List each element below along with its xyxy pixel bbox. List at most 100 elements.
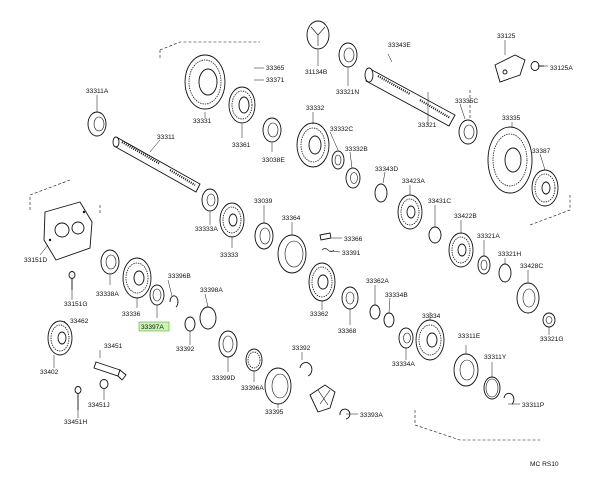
gear-33462 bbox=[47, 320, 73, 356]
ring-33039 bbox=[254, 222, 274, 250]
label-33462: 33462 bbox=[70, 318, 89, 325]
label-33336: 33336 bbox=[122, 311, 141, 318]
ring-33334b bbox=[383, 312, 395, 328]
label-33371: 33371 bbox=[266, 77, 285, 84]
gear-33362 bbox=[308, 262, 336, 302]
label-33038e: 33038E bbox=[262, 157, 285, 164]
gear-33336 bbox=[122, 257, 152, 299]
clip-33396b bbox=[169, 295, 179, 308]
gear-33422b bbox=[448, 232, 474, 268]
label-33125a: 33125A bbox=[550, 65, 573, 72]
label-33321h: 33321H bbox=[498, 251, 521, 258]
label-31134b: 31134B bbox=[305, 69, 328, 76]
label-33431c: 33431C bbox=[428, 198, 451, 205]
clip-33392b bbox=[299, 362, 313, 377]
gear-33331 bbox=[184, 54, 226, 110]
ring-33396a bbox=[245, 348, 263, 372]
label-33334a: 33334A bbox=[392, 361, 415, 368]
label-33387: 33387 bbox=[532, 148, 551, 155]
label-33332: 33332 bbox=[306, 105, 325, 112]
bearing-33311a bbox=[87, 111, 107, 137]
label-33451j: 33451J bbox=[88, 402, 110, 409]
label-33311a: 33311A bbox=[86, 88, 109, 95]
label-33362: 33362 bbox=[310, 311, 329, 318]
ring-33398a bbox=[199, 306, 217, 330]
collar-33343d bbox=[374, 183, 388, 203]
bearing-33335c bbox=[458, 119, 478, 145]
label-33361: 33361 bbox=[232, 142, 251, 149]
leader-lines bbox=[39, 40, 550, 418]
gear-33332 bbox=[296, 122, 330, 168]
label-33399d: 33399D bbox=[212, 375, 235, 382]
ring-33368 bbox=[341, 286, 359, 310]
shaft-33451 bbox=[93, 361, 127, 381]
label-33321: 33321 bbox=[418, 122, 437, 129]
label-33331: 33331 bbox=[193, 118, 212, 125]
bearing-33333a bbox=[201, 188, 219, 212]
nut-33451j bbox=[99, 379, 109, 389]
label-33451: 33451 bbox=[104, 343, 123, 350]
key-33366 bbox=[319, 232, 332, 241]
label-33428c: 33428C bbox=[520, 263, 543, 270]
housing-33151d bbox=[43, 201, 93, 261]
ring-33321a bbox=[477, 255, 491, 275]
label-33396b: 33396B bbox=[168, 273, 191, 280]
label-33311y: 33311Y bbox=[484, 354, 507, 361]
label-33392-b: 33392 bbox=[292, 345, 311, 352]
label-33335c: 33335C bbox=[455, 98, 478, 105]
label-33151d: 33151D bbox=[24, 257, 47, 264]
output-shaft bbox=[364, 67, 456, 127]
bracket-33125 bbox=[494, 54, 526, 83]
seal-31134b bbox=[306, 20, 330, 50]
group-bracket-bottom bbox=[414, 410, 540, 441]
label-33397a: 33397A bbox=[141, 324, 164, 331]
bearing-33428c bbox=[516, 282, 540, 314]
label-33311: 33311 bbox=[157, 134, 175, 141]
label-33395: 33395 bbox=[265, 409, 284, 416]
group-bracket-right bbox=[469, 90, 571, 226]
label-33391: 33391 bbox=[342, 250, 361, 257]
ring-33362a bbox=[369, 304, 381, 320]
bolt-33151g bbox=[68, 271, 76, 290]
label-33423a: 33423A bbox=[402, 178, 425, 185]
nut-33321g bbox=[542, 312, 556, 328]
gear-33361 bbox=[228, 86, 256, 124]
label-33402: 33402 bbox=[40, 369, 59, 376]
label-33321n: 33321N bbox=[336, 89, 359, 96]
ring-33399d bbox=[218, 330, 238, 358]
gear-33335 bbox=[487, 126, 533, 194]
label-33393a: 33393A bbox=[360, 412, 383, 419]
label-33151g: 33151G bbox=[64, 301, 87, 308]
label-33366: 33366 bbox=[344, 236, 363, 243]
label-33398a: 33398A bbox=[200, 287, 223, 294]
ring-33321h bbox=[498, 263, 512, 283]
ring-33332c bbox=[331, 150, 345, 170]
label-33333a: 33333A bbox=[195, 226, 218, 233]
ring-33397a bbox=[149, 284, 165, 306]
ring-33311y bbox=[483, 376, 501, 400]
label-33334b: 33334B bbox=[385, 292, 408, 299]
key-33393a bbox=[339, 408, 351, 420]
label-33451h: 33451H bbox=[64, 419, 87, 426]
bolt-33451h bbox=[74, 386, 82, 410]
label-33335: 33335 bbox=[502, 115, 521, 122]
label-33321g: 33321G bbox=[540, 336, 563, 343]
part-labels: 33311A 33311 33331 33365 33371 31134B 33… bbox=[24, 33, 573, 468]
label-33422b: 33422B bbox=[454, 213, 477, 220]
label-33368: 33368 bbox=[338, 328, 357, 335]
bearing-33338a bbox=[100, 249, 120, 275]
label-33396a: 33396A bbox=[241, 385, 264, 392]
label-33338a: 33338A bbox=[96, 291, 119, 298]
label-33362a: 33362A bbox=[366, 278, 389, 285]
bearing-33311e bbox=[453, 353, 479, 387]
label-33311e: 33311E bbox=[458, 333, 481, 340]
label-33364: 33364 bbox=[282, 215, 301, 222]
highlight-box bbox=[138, 321, 170, 332]
bearing-33321n bbox=[338, 42, 358, 68]
input-shaft bbox=[112, 136, 201, 193]
label-33343e: 33343E bbox=[388, 42, 411, 49]
label-33125: 33125 bbox=[497, 33, 516, 40]
gear-33387 bbox=[531, 169, 559, 207]
